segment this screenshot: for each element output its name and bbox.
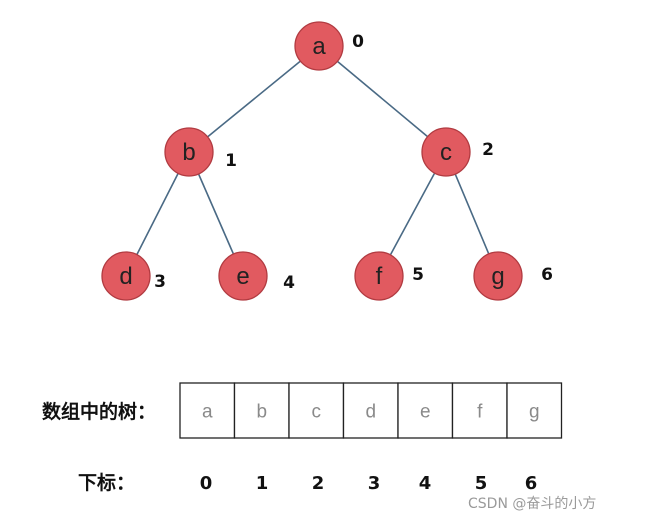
array-cell: b [233,382,290,439]
tree-node-index: 6 [541,265,553,285]
array-cell: d [342,382,399,439]
tree-node-circle [218,251,268,301]
array-cell-box [506,382,563,439]
tree-edge-c-f [389,172,436,256]
array-cell: a [179,382,236,439]
tree-node-circle [473,251,523,301]
tree-node-index: 2 [482,140,494,160]
tree-edge-c-g [454,173,490,255]
tree-node-circle [101,251,151,301]
tree-node-label: d [119,263,132,290]
tree-node-label: e [236,263,249,290]
tree-node-circle [354,251,404,301]
array-cell-value: e [420,402,431,423]
array-row-label: 数组中的树： [42,400,156,423]
tree-node-label: g [491,263,504,290]
index-value: 5 [475,473,488,494]
index-value: 3 [368,473,381,494]
array-cell: c [288,382,345,439]
array-cells: a b c d e f g [179,382,563,439]
array-cell: f [451,382,508,439]
array-cell: g [506,382,563,439]
index-values: 0 1 2 3 4 5 6 [200,473,538,494]
array-cell-value: c [312,402,322,423]
array-cell-value: f [477,402,483,423]
tree-node-circle [164,127,214,177]
tree-edge-b-d [136,173,179,255]
tree-node-circle [294,21,344,71]
tree-edge-a-c [336,60,429,138]
tree-node-label: c [440,139,452,166]
array-cell-box [397,382,454,439]
array-cell-value: b [256,402,267,423]
tree-node-index: 1 [225,151,237,171]
array-row: 数组中的树： a b c d e f g [42,382,563,439]
tree-node-index: 4 [283,273,295,293]
tree-node-label: f [376,263,383,290]
index-row: 下标： 0 1 2 3 4 5 6 [78,472,537,494]
index-value: 2 [312,473,325,494]
tree-edge-a-b [207,60,301,138]
index-value: 6 [525,473,538,494]
index-value: 1 [256,473,269,494]
array-cell-value: d [365,402,376,423]
tree-node-index: 5 [412,265,424,285]
tree-node-index: 3 [154,272,166,292]
tree-node-label: b [182,139,195,166]
tree-edge-b-e [197,173,235,255]
array-cell: e [397,382,454,439]
index-value: 0 [200,473,213,494]
watermark-text: CSDN @奋斗的小方 [468,496,596,512]
array-cell-box [288,382,345,439]
tree-node-label: a [312,33,326,60]
index-row-label: 下标： [78,472,135,494]
tree-node-circle [421,127,471,177]
index-value: 4 [419,473,432,494]
tree-node-index: 0 [352,32,364,52]
array-cell-value: a [202,402,213,423]
array-cell-value: g [529,402,540,423]
tree-edges [136,60,490,256]
array-cell-box [342,382,399,439]
